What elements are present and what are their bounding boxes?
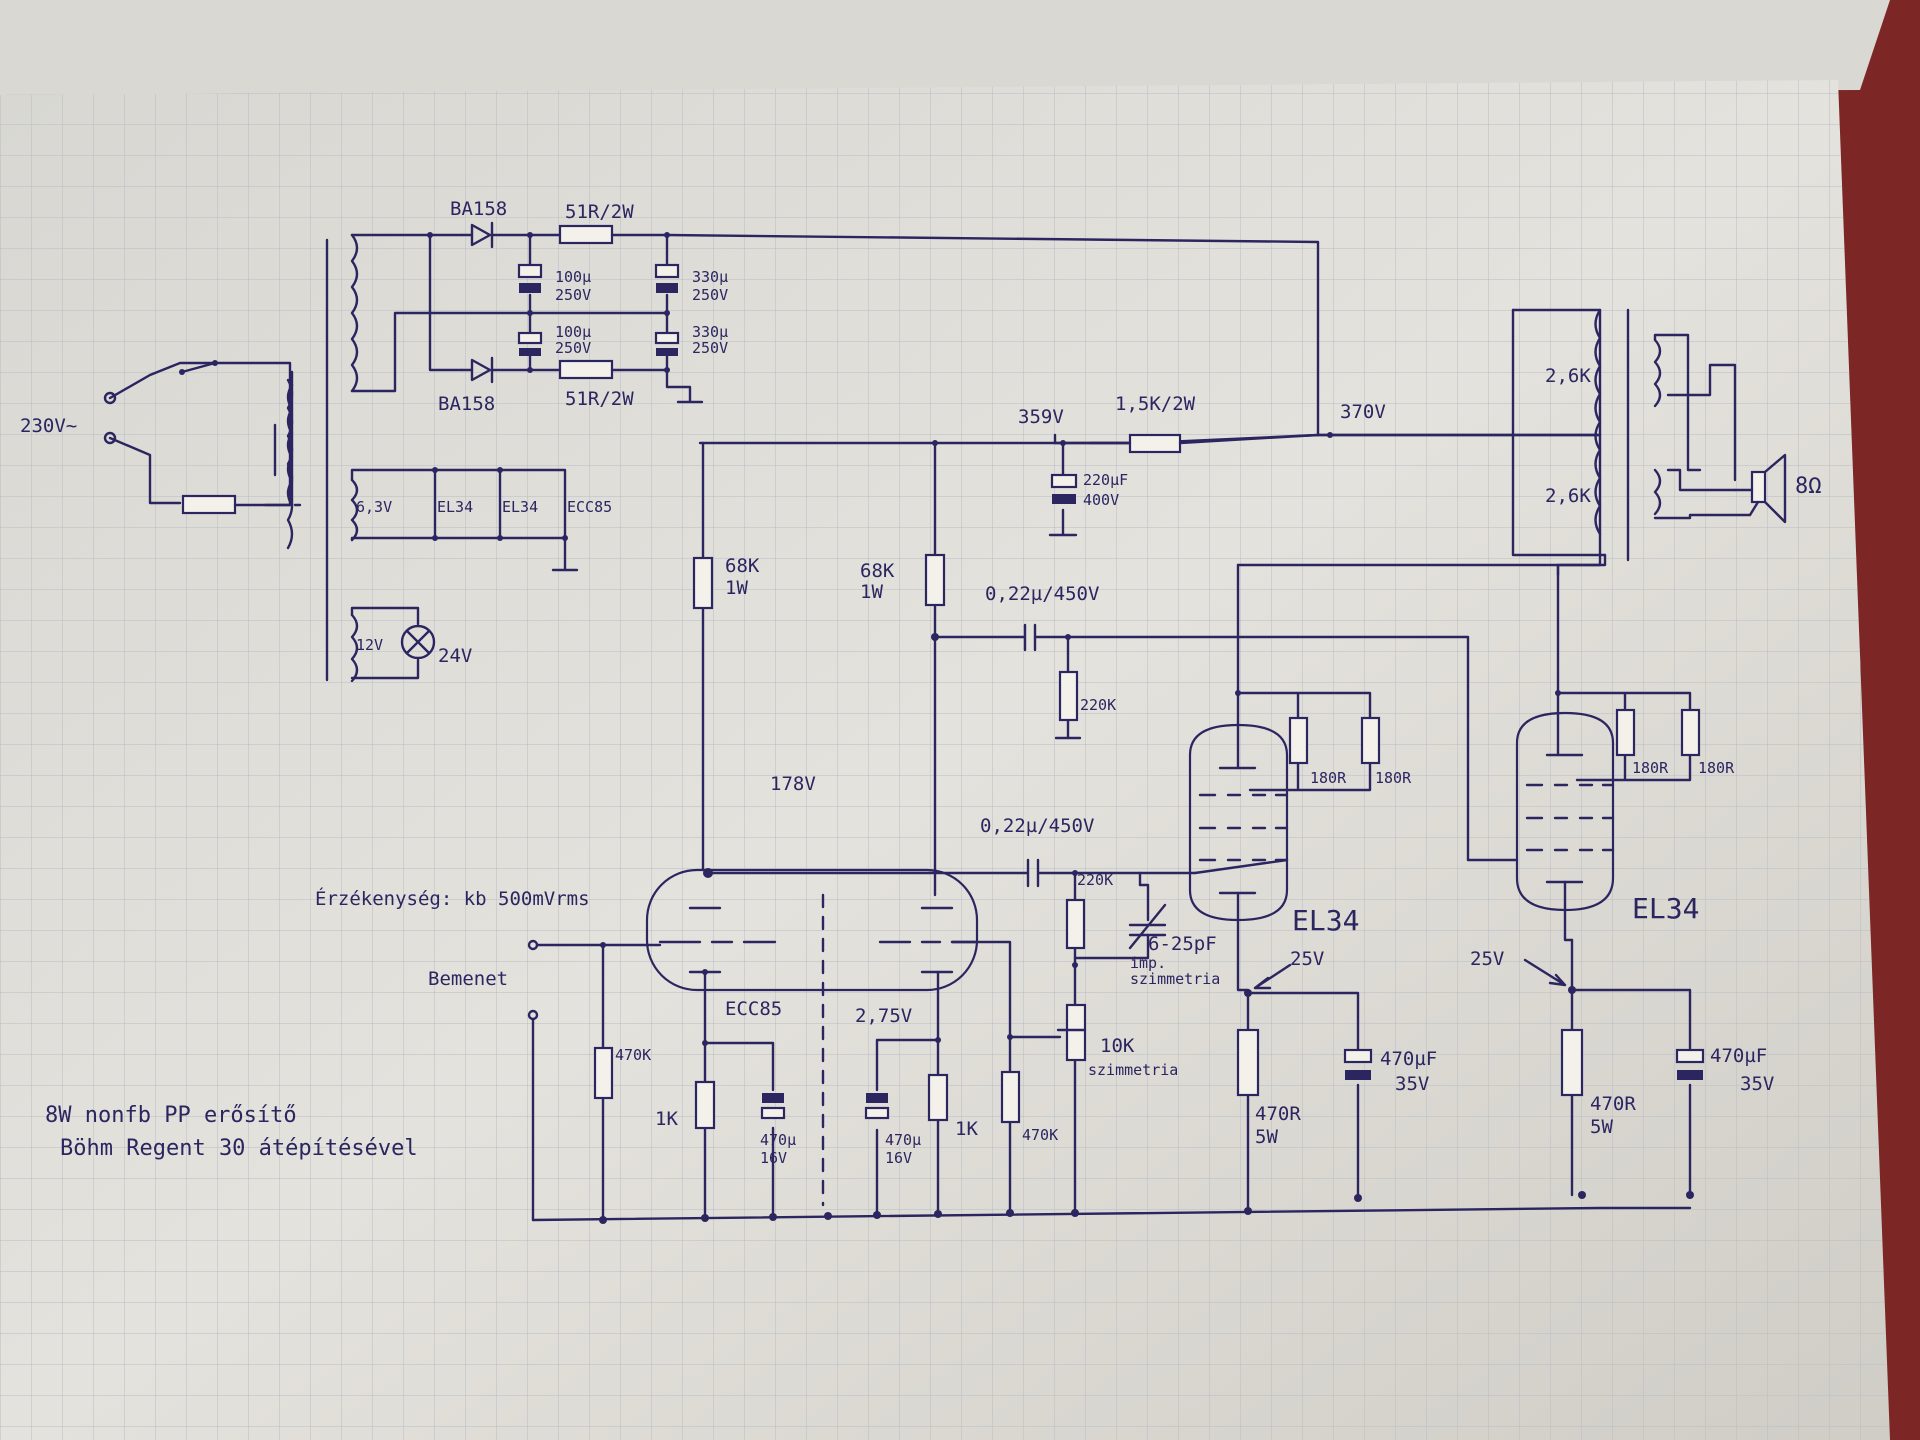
ra1-label-b: 1W <box>725 577 748 599</box>
cka-label: 470µF <box>1380 1048 1437 1070</box>
heater-voltage-label: 6,3V <box>356 498 392 516</box>
ck1-label-b: 16V <box>760 1149 787 1167</box>
r180c-label: 180R <box>1632 759 1669 777</box>
r2-label: 51R/2W <box>565 388 634 410</box>
v178-label: 178V <box>770 773 816 795</box>
v359-label: 359V <box>1018 406 1064 428</box>
c1-label-a: 100µ <box>555 268 591 286</box>
rk1-label: 1K <box>655 1108 678 1130</box>
rin-label: 470K <box>615 1046 651 1064</box>
d2-label: BA158 <box>438 393 495 415</box>
r180a-label: 180R <box>1310 769 1347 787</box>
ot1-label: 2,6K <box>1545 365 1591 387</box>
c1-label-b: 250V <box>555 286 591 304</box>
lamp-winding-label: 12V <box>356 636 383 654</box>
v25b-label: 25V <box>1470 948 1504 970</box>
heater-ecc85-label: ECC85 <box>567 498 612 516</box>
ot2-label: 2,6K <box>1545 485 1591 507</box>
imp-label-1: imp. <box>1130 954 1166 972</box>
ckd-label: 35V <box>1740 1073 1774 1095</box>
lamp-label: 24V <box>438 645 472 667</box>
heater-el34-1-label: EL34 <box>437 498 473 516</box>
speaker-label: 8Ω <box>1795 474 1822 499</box>
ckb-label: 35V <box>1395 1073 1429 1095</box>
r180b-label: 180R <box>1375 769 1412 787</box>
rg3-label: 470K <box>1022 1126 1058 1144</box>
ckc-label: 470µF <box>1710 1045 1767 1067</box>
rkb-label: 5W <box>1255 1126 1278 1148</box>
r-drop-label: 1,5K/2W <box>1115 393 1196 415</box>
c4-label-a: 330µ <box>692 323 728 341</box>
sensitivity-label: Érzékenység: kb 500mVrms <box>315 887 590 910</box>
mains-label: 230V~ <box>20 415 77 437</box>
v275-label: 2,75V <box>855 1005 912 1027</box>
rka-label: 470R <box>1255 1103 1301 1125</box>
r1-label: 51R/2W <box>565 201 634 223</box>
v370-label: 370V <box>1340 401 1386 423</box>
rkd-label: 5W <box>1590 1116 1613 1138</box>
c4-label-b: 250V <box>692 339 728 357</box>
ra2-label-a: 68K <box>860 560 895 582</box>
schematic-lines <box>103 221 1787 1224</box>
filter-cap-label-a: 220µF <box>1083 471 1128 489</box>
trim-cap-label: 6-25pF <box>1148 933 1217 955</box>
ra1-label-a: 68K <box>725 555 760 577</box>
rk2-label: 1K <box>955 1118 978 1140</box>
v25a-label: 25V <box>1290 948 1324 970</box>
c3-label-a: 100µ <box>555 323 591 341</box>
ra2-label-b: 1W <box>860 581 883 603</box>
cc1-label: 0,22µ/450V <box>985 583 1099 605</box>
r180d-label: 180R <box>1698 759 1735 777</box>
heater-el34-2-label: EL34 <box>502 498 538 516</box>
labels: 230V~ BA158 BA158 51R/2W 51R/2W 100µ 250… <box>20 198 1822 1167</box>
el34b-label: EL34 <box>1632 892 1699 925</box>
pot-label-a: 10K <box>1100 1035 1135 1057</box>
el34a-label: EL34 <box>1292 904 1359 937</box>
rg2-label: 220K <box>1077 871 1113 889</box>
top-page-edge <box>0 0 1890 95</box>
title-line-1: 8W nonfb PP erősítő <box>45 1103 297 1128</box>
cc2-label: 0,22µ/450V <box>980 815 1094 837</box>
ck1-label-a: 470µ <box>760 1131 796 1149</box>
c3-label-b: 250V <box>555 339 591 357</box>
ck2-label-a: 470µ <box>885 1131 921 1149</box>
c2-label-b: 250V <box>692 286 728 304</box>
c2-label-a: 330µ <box>692 268 728 286</box>
ck2-label-b: 16V <box>885 1149 912 1167</box>
title-line-2: Böhm Regent 30 átépítésével <box>60 1136 418 1161</box>
input-label: Bemenet <box>428 968 508 990</box>
rkc-label: 470R <box>1590 1093 1636 1115</box>
rg1-label: 220K <box>1080 696 1116 714</box>
pot-label-b: szimmetria <box>1088 1061 1178 1079</box>
imp-label-2: szimmetria <box>1130 970 1220 988</box>
d1-label: BA158 <box>450 198 507 220</box>
filter-cap-label-b: 400V <box>1083 491 1119 509</box>
ecc85-label: ECC85 <box>725 998 782 1020</box>
